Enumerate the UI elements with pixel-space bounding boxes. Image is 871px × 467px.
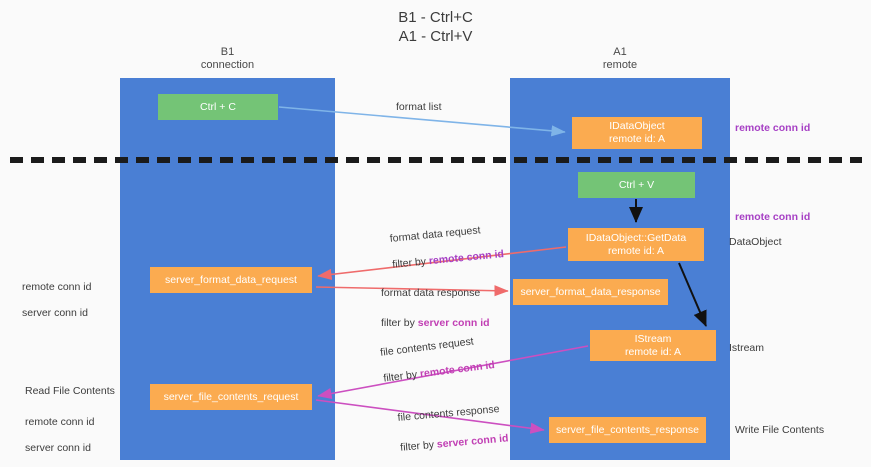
edge-label-format-data-response-text: format data response [381, 287, 481, 299]
annotation-read-file-contents: Read File Contents [25, 385, 115, 397]
filter-key-server-conn-id: server conn id [436, 432, 509, 451]
annotation-left-server-conn-id-2: server conn id [25, 442, 91, 454]
filter-key-remote-conn-id: remote conn id [428, 248, 505, 268]
edge-label-file-contents-response: file contents response filter by server … [396, 390, 510, 467]
annotation-left-conn-ids-2: remote conn id server conn id [25, 403, 94, 467]
edge-label-file-contents-response-filter: filter by server conn id [400, 432, 509, 454]
annotation-left-conn-ids-1: remote conn id server conn id [22, 268, 91, 333]
node-idataobject-getdata[interactable]: IDataObject::GetData remote id: A [568, 228, 704, 261]
edge-label-file-contents-request-text: file contents request [379, 335, 475, 359]
filter-prefix: filter by [381, 317, 418, 329]
filter-key-server-conn-id: server conn id [417, 317, 490, 329]
node-server-format-data-response[interactable]: server_format_data_response [513, 279, 668, 305]
filter-prefix: filter by [391, 255, 430, 271]
swimlane-heading-b1: B1 connection [200, 46, 255, 71]
filter-prefix: filter by [399, 438, 438, 454]
edge-label-file-contents-request: file contents request filter by remote c… [378, 320, 497, 398]
edge-label-format-list: format list [396, 101, 442, 113]
annotation-left-server-conn-id-1: server conn id [22, 307, 88, 319]
phase-divider-dashed-line [10, 157, 862, 163]
node-server-format-data-request[interactable]: server_format_data_request [150, 267, 312, 293]
node-ctrl-c[interactable]: Ctrl + C [158, 94, 278, 120]
annotation-left-remote-conn-id-2: remote conn id [25, 416, 95, 428]
node-istream[interactable]: IStream remote id: A [590, 330, 716, 361]
edge-label-format-data-request-text: format data request [389, 224, 482, 245]
annotation-remote-conn-id-mid: remote conn id [735, 211, 811, 223]
annotation-write-file-contents: Write File Contents [735, 424, 825, 436]
annotation-istream: Istream [729, 342, 765, 354]
annotation-remote-conn-id-top: remote conn id [735, 122, 811, 134]
annotation-dataobject: DataObject [729, 236, 782, 248]
node-idataobject[interactable]: IDataObject remote id: A [572, 117, 702, 149]
annotation-left-remote-conn-id-1: remote conn id [22, 281, 92, 293]
edge-label-file-contents-request-filter: filter by remote conn id [383, 359, 496, 386]
edge-label-format-data-request-filter: filter by remote conn id [392, 248, 505, 272]
diagram-title: B1 - Ctrl+C A1 - Ctrl+V [398, 9, 473, 45]
edge-label-format-data-response-filter: filter by server conn id [381, 317, 490, 330]
filter-prefix: filter by [382, 368, 421, 385]
node-ctrl-v[interactable]: Ctrl + V [578, 172, 695, 198]
node-server-file-contents-response[interactable]: server_file_contents_response [549, 417, 706, 443]
filter-key-remote-conn-id: remote conn id [419, 359, 496, 381]
edge-label-file-contents-response-text: file contents response [397, 403, 500, 424]
node-server-file-contents-request[interactable]: server_file_contents_request [150, 384, 312, 410]
swimlane-heading-a1: A1 remote [602, 46, 638, 71]
